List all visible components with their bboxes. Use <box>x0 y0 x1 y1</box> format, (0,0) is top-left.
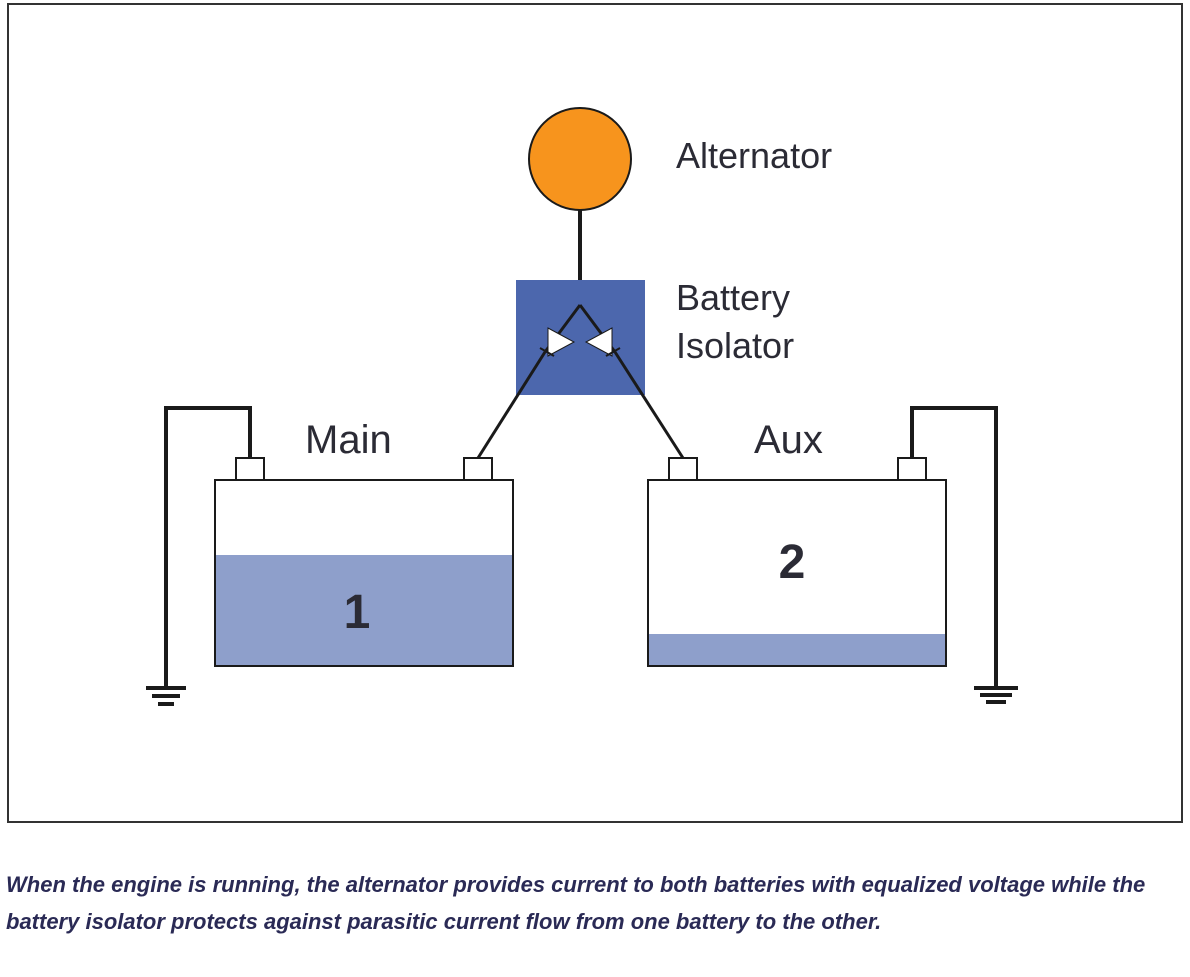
battery-isolator-box <box>516 280 645 395</box>
aux-charge-level <box>649 634 945 665</box>
isolator-label-line2: Isolator <box>676 325 794 366</box>
main-positive-terminal <box>463 457 493 481</box>
main-charge-level <box>216 555 512 665</box>
isolator-wiring-diagram: 1 2 Alternator Battery Isolator Main Aux <box>7 3 1183 823</box>
left-diode-icon <box>547 327 576 357</box>
main-label: Main <box>305 418 392 462</box>
alternator-icon <box>528 107 632 211</box>
battery-main: 1 <box>214 457 514 667</box>
alternator-label: Alternator <box>676 135 832 176</box>
figure-caption: When the engine is running, the alternat… <box>6 872 1146 934</box>
aux-ground-icon <box>974 686 1018 704</box>
main-negative-terminal <box>235 457 265 481</box>
main-ground-wire <box>164 406 252 688</box>
aux-positive-terminal <box>668 457 698 481</box>
battery-2-label: 2 <box>779 536 806 589</box>
right-diode-icon <box>584 327 613 357</box>
aux-ground-wire <box>910 406 998 688</box>
isolator-to-aux-wire <box>613 351 685 459</box>
aux-negative-terminal <box>897 457 927 481</box>
battery-aux: 2 <box>647 457 947 667</box>
battery-1-label: 1 <box>344 586 371 639</box>
isolator-label-line1: Battery <box>676 277 790 318</box>
isolator-to-main-wire <box>476 351 547 459</box>
right-diode-bar <box>605 347 621 357</box>
main-ground-icon <box>146 686 186 706</box>
aux-label: Aux <box>754 418 823 462</box>
left-diode-bar <box>539 347 555 357</box>
